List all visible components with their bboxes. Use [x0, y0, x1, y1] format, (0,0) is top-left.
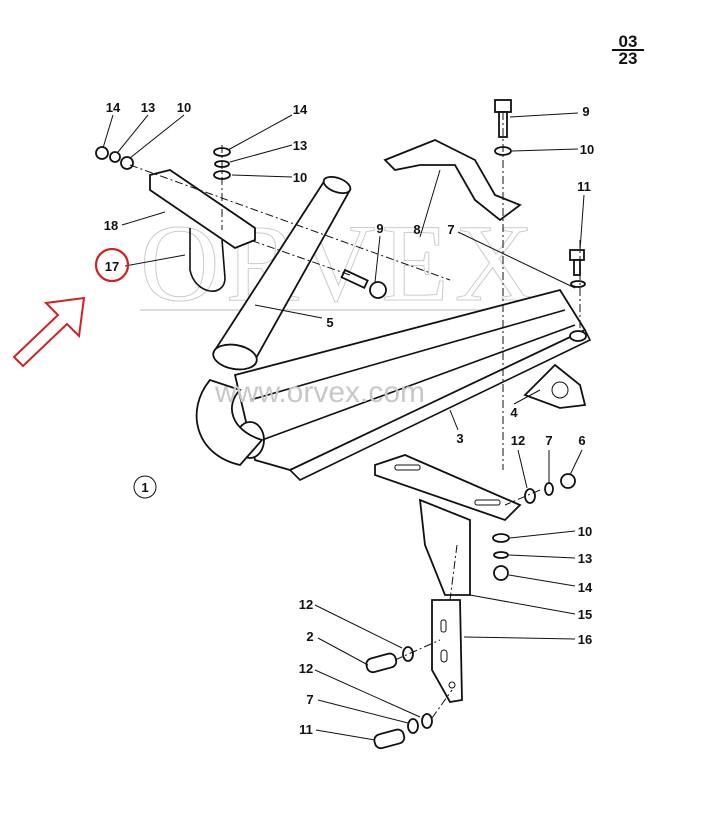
exhaust-pipe [195, 175, 352, 466]
svg-text:23: 23 [619, 49, 638, 68]
callout-labels: 14 13 10 14 13 10 9 10 11 18 17 9 8 7 5 … [104, 100, 594, 737]
callout: 12 [299, 597, 313, 612]
callout: 7 [306, 692, 313, 707]
callout: 5 [326, 315, 333, 330]
support-plate [374, 454, 522, 596]
callout: 7 [545, 433, 552, 448]
callout: 14 [106, 100, 121, 115]
callout: 8 [413, 222, 420, 237]
callout: 13 [578, 551, 592, 566]
u-bolt [189, 228, 226, 292]
callout: 15 [578, 607, 592, 622]
page-number: 03 23 [612, 32, 644, 68]
callout: 18 [104, 218, 118, 233]
callout: 14 [578, 580, 593, 595]
callout: 13 [141, 100, 155, 115]
callout: 10 [578, 524, 592, 539]
highlight-circle [94, 247, 130, 283]
callout: 6 [578, 433, 585, 448]
callout: 4 [510, 405, 518, 420]
figure-number-circle [133, 475, 157, 499]
callout: 12 [511, 433, 525, 448]
callout: 10 [293, 170, 307, 185]
callout: 3 [456, 431, 463, 446]
callout: 13 [293, 138, 307, 153]
svg-text:03: 03 [619, 32, 638, 51]
support-bracket [431, 599, 463, 703]
center-lines [129, 112, 581, 719]
callout: 12 [299, 661, 313, 676]
callout: 11 [577, 179, 591, 194]
callout: 10 [580, 142, 594, 157]
hanger-bracket [383, 139, 522, 222]
fasteners [95, 99, 586, 750]
callout: 9 [376, 221, 383, 236]
figure-number: 1 [141, 480, 148, 495]
leader-lines [102, 112, 585, 741]
callout: 7 [447, 222, 454, 237]
pointer-arrow-icon [12, 296, 86, 368]
callout: 9 [582, 104, 589, 119]
callout-highlighted: 17 [105, 259, 119, 274]
watermark-url: www.orvex.com [214, 376, 425, 409]
gasket [523, 363, 587, 409]
callout: 14 [293, 102, 308, 117]
callout: 16 [578, 632, 592, 647]
callout: 11 [299, 722, 313, 737]
callout: 2 [306, 629, 313, 644]
bracket-18 [149, 169, 256, 250]
callout: 10 [177, 100, 191, 115]
